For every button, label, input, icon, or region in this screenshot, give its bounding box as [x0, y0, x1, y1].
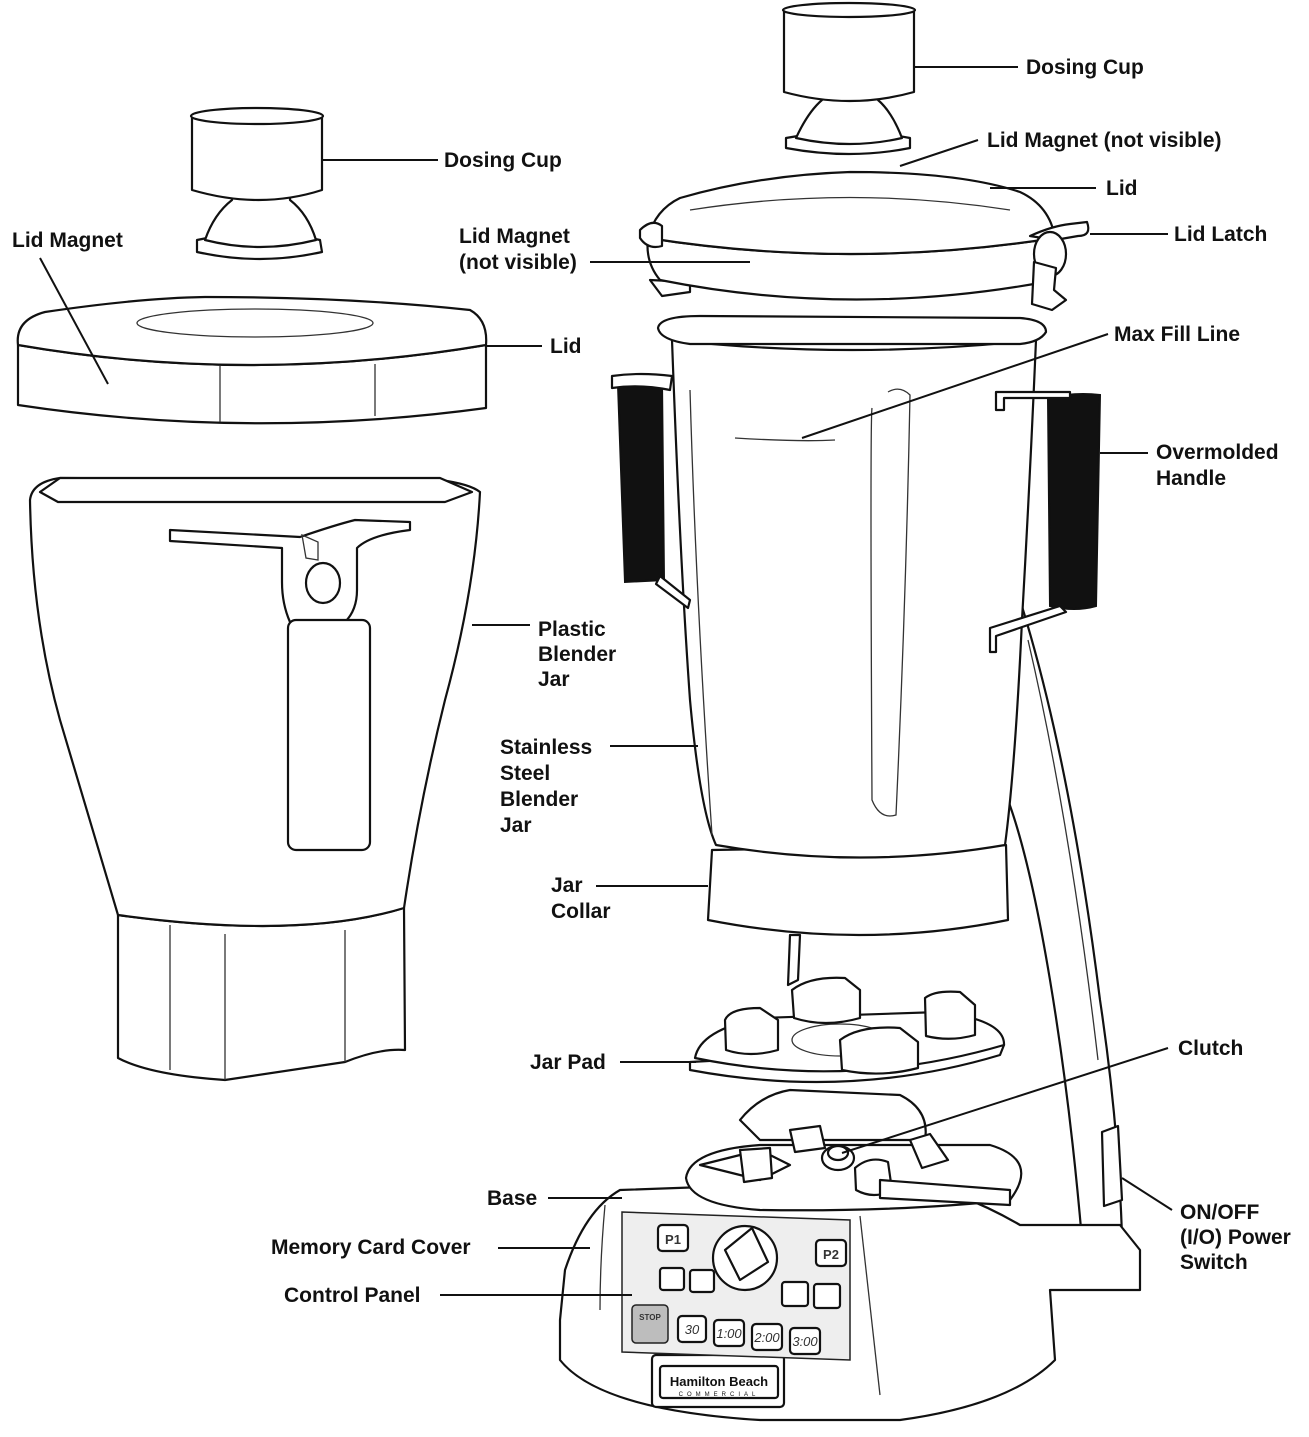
label-lid-right: Lid [1106, 177, 1138, 200]
label-lid-magnet-mid-2: (not visible) [459, 251, 577, 274]
label-memory-card-cover: Memory Card Cover [271, 1236, 471, 1259]
label-plastic-jar-2: Blender [538, 643, 616, 666]
label-lid-latch: Lid Latch [1174, 223, 1267, 246]
label-plastic-jar-3: Jar [538, 668, 570, 691]
label-lid-left: Lid [550, 335, 582, 358]
mode-button-3[interactable] [780, 1280, 810, 1308]
stainless-steel-jar [610, 314, 1102, 937]
left-lid [16, 295, 488, 425]
stop-button[interactable] [631, 1304, 669, 1344]
timer-label-30: 30 [685, 1322, 700, 1337]
timer-label-100: 1:00 [716, 1326, 742, 1341]
label-dosing-cup-left: Dosing Cup [444, 149, 562, 172]
label-jar-collar-1: Jar [551, 874, 583, 897]
mode-button-1[interactable] [658, 1266, 686, 1292]
timer-button-200[interactable] [750, 1322, 784, 1352]
brand-logo-text: Hamilton Beach [670, 1374, 768, 1389]
label-jar-collar-2: Collar [551, 900, 611, 923]
label-clutch: Clutch [1178, 1037, 1243, 1060]
right-dosing-cup [781, 1, 917, 156]
plastic-blender-jar [28, 476, 482, 1082]
timer-button-30[interactable] [676, 1314, 708, 1344]
label-lid-magnet-top-right: Lid Magnet (not visible) [987, 129, 1222, 152]
timer-label-300: 3:00 [792, 1334, 818, 1349]
label-overmolded-handle-2: Handle [1156, 467, 1226, 490]
label-overmolded-handle-1: Overmolded [1156, 441, 1279, 464]
leader-lines [39, 66, 1173, 1296]
label-power-switch-1: ON/OFF [1180, 1201, 1259, 1224]
timer-button-300[interactable] [788, 1326, 822, 1356]
jar-pad [688, 976, 1006, 1084]
timer-button-100[interactable] [712, 1318, 746, 1348]
label-control-panel: Control Panel [284, 1284, 421, 1307]
label-stainless-jar-3: Blender [500, 788, 578, 811]
label-max-fill-line: Max Fill Line [1114, 323, 1240, 346]
label-base: Base [487, 1187, 537, 1210]
label-stainless-jar-4: Jar [500, 814, 532, 837]
mode-button-2[interactable] [688, 1268, 716, 1294]
brand-subtitle: COMMERCIAL [679, 1392, 760, 1398]
right-lid [638, 170, 1090, 312]
label-dosing-cup-right: Dosing Cup [1026, 56, 1144, 79]
stop-label: STOP [639, 1313, 661, 1322]
p2-label: P2 [823, 1247, 839, 1262]
label-power-switch-3: Switch [1180, 1251, 1248, 1274]
left-dosing-cup [189, 106, 325, 261]
p1-button[interactable] [656, 1223, 690, 1253]
label-power-switch-2: (I/O) Power [1180, 1226, 1291, 1249]
p2-button[interactable] [814, 1238, 848, 1268]
timer-label-200: 2:00 [753, 1330, 780, 1345]
label-plastic-jar-1: Plastic [538, 618, 606, 641]
label-lid-magnet-mid-1: Lid Magnet [459, 225, 570, 248]
control-panel: P1 P2 STOP 30 1:00 2:00 3:00 [621, 1211, 851, 1361]
p1-label: P1 [665, 1232, 681, 1247]
labels: Dosing Cup Lid Magnet (not visible) Lid … [12, 56, 1291, 1307]
pulse-button[interactable] [812, 1282, 842, 1310]
label-stainless-jar-2: Steel [500, 762, 550, 785]
label-jar-pad: Jar Pad [530, 1051, 606, 1074]
label-lid-magnet-left: Lid Magnet [12, 229, 123, 252]
label-stainless-jar-1: Stainless [500, 736, 592, 759]
